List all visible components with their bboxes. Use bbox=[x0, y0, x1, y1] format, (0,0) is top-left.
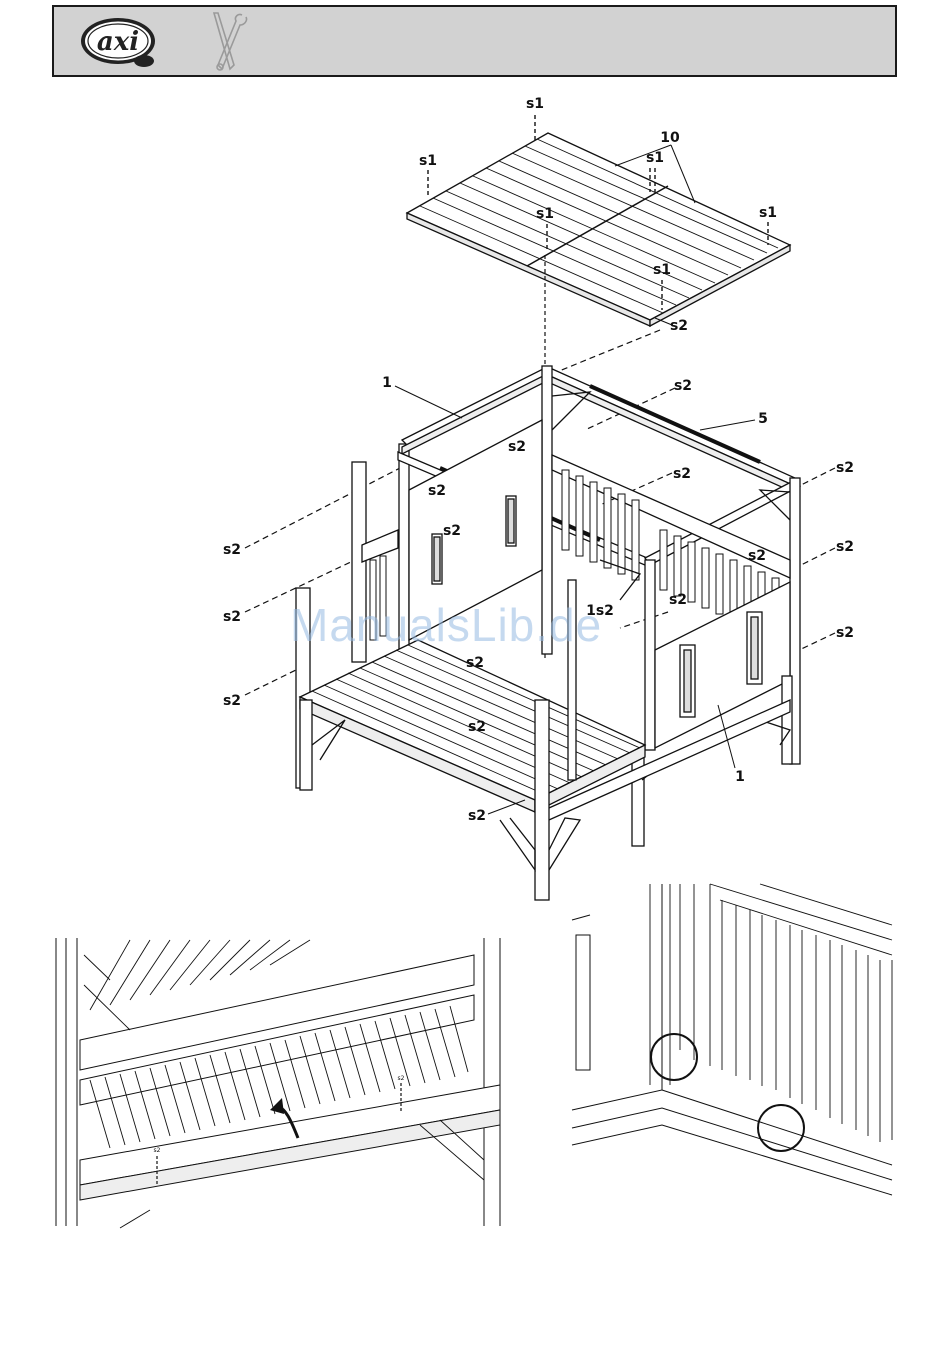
watermark: ManualsLib.de bbox=[290, 598, 602, 652]
label-s2: s2 bbox=[428, 483, 446, 499]
label-s2: s2 bbox=[674, 378, 692, 394]
label-s2: s2 bbox=[466, 655, 484, 671]
label-s2: s2 bbox=[468, 719, 486, 735]
label-s2: s2 bbox=[836, 625, 854, 641]
label-s2: s2 bbox=[223, 609, 241, 625]
detail-left-illustration bbox=[52, 936, 502, 1228]
label-s2: s2 bbox=[508, 439, 526, 455]
label-s2: s2 bbox=[443, 523, 461, 539]
label-s2: s2 bbox=[223, 693, 241, 709]
label-s2-screw: s2 bbox=[154, 1147, 161, 1154]
label-s2: s2 bbox=[673, 466, 691, 482]
label-s2: s2 bbox=[223, 542, 241, 558]
label-s1: s1 bbox=[419, 153, 437, 169]
label-s2: s2 bbox=[836, 539, 854, 555]
detail-right-illustration bbox=[572, 884, 892, 1195]
label-part-10: 10 bbox=[660, 130, 680, 146]
label-s2-screw: s2 bbox=[398, 1075, 405, 1082]
label-s2: s2 bbox=[468, 808, 486, 824]
roof-panel bbox=[407, 133, 790, 326]
label-s1: s1 bbox=[536, 206, 554, 222]
label-s2: s2 bbox=[836, 460, 854, 476]
label-part-5: 5 bbox=[758, 411, 768, 427]
label-s1: s1 bbox=[526, 96, 544, 112]
label-s1: s1 bbox=[646, 150, 664, 166]
label-part-1: 1 bbox=[735, 769, 745, 785]
label-s1: s1 bbox=[759, 205, 777, 221]
label-s2: s2 bbox=[670, 318, 688, 334]
label-s1: s1 bbox=[653, 262, 671, 278]
label-part-1: 1 bbox=[382, 375, 392, 391]
label-s2: s2 bbox=[748, 548, 766, 564]
label-s2: s2 bbox=[669, 592, 687, 608]
